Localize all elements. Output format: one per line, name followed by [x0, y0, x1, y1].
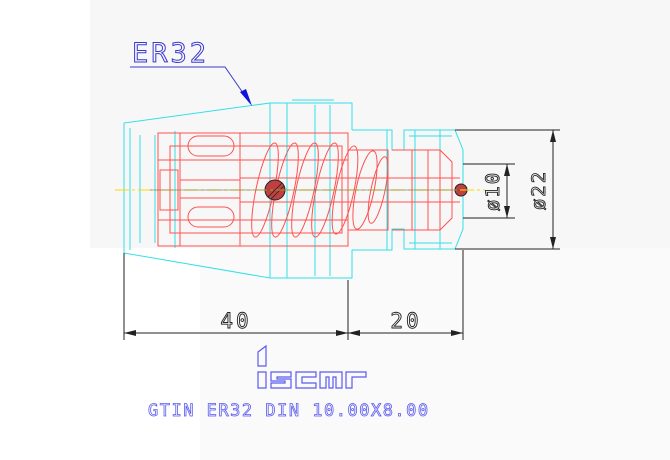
dim-diameter-outer: ø22 [528, 170, 550, 210]
callout-arrow-icon [240, 89, 252, 106]
dim-diameter-inner: ø10 [482, 171, 504, 211]
dim-length-right: 20 [390, 309, 421, 333]
iscar-logo: iscar [257, 344, 367, 389]
lower-panel [200, 248, 670, 460]
callout-label: ER32 [132, 38, 209, 69]
dimension-arrows [124, 130, 556, 336]
upper-panel [90, 0, 670, 248]
dim-length-left: 40 [220, 309, 251, 333]
dimensions [123, 129, 560, 340]
drawing-caption: GTIN ER32 DIN 10.00X8.00 [148, 401, 430, 421]
er32-callout: ER32 [130, 38, 252, 106]
